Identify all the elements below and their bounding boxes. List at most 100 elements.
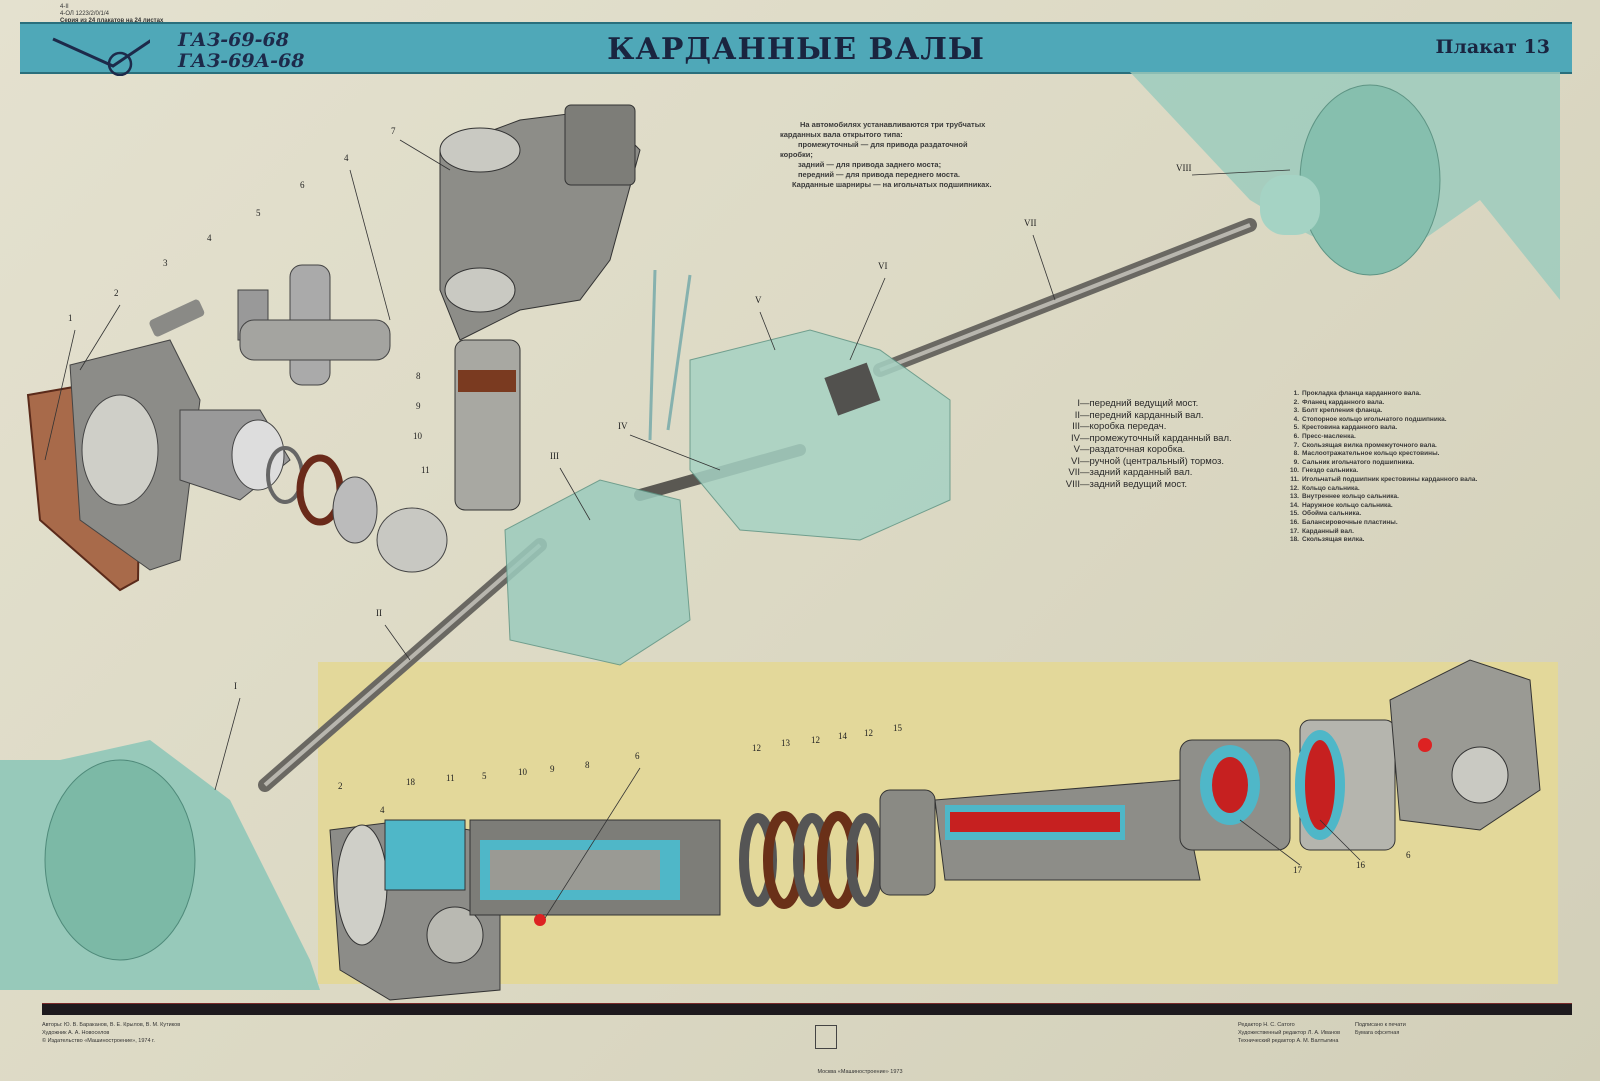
legend-number: 7. [1293, 441, 1299, 449]
callout: 1 [68, 313, 73, 323]
legend-number: I [1077, 398, 1080, 409]
intro-text: На автомобилях устанавливаются три трубч… [780, 120, 1000, 190]
callout: 6 [1406, 850, 1411, 860]
legend-number: IV [1071, 432, 1080, 444]
callout: 4 [207, 233, 212, 243]
legend-text: Скользящая вилка. [1302, 536, 1365, 544]
legend-number: 9. [1293, 458, 1299, 466]
legend-text: ручной (центральный) тормоз. [1089, 455, 1225, 467]
legend-number: 1. [1293, 390, 1299, 397]
parts-legend: 1.Прокладка фланца карданного вала.2.Фла… [1285, 390, 1585, 545]
callout: 13 [781, 738, 790, 748]
callout: 12 [752, 743, 761, 753]
legend-number: 2. [1293, 398, 1299, 406]
legend-number: 18. [1289, 536, 1299, 544]
roman-legend-item: VII—задний карданный вал. [1030, 467, 1232, 479]
footer-editors: Редактор Н. С. Сатого Художественный ред… [1238, 1021, 1340, 1045]
legend-text: Фланец карданного вала. [1302, 398, 1385, 406]
legend-number: 3. [1293, 407, 1299, 415]
legend-text: Игольчатый подшипник крестовины карданно… [1302, 475, 1478, 483]
editor: Художественный редактор Л. А. Иванов [1238, 1030, 1340, 1036]
legend-number: 13. [1289, 493, 1299, 501]
intro-line: промежуточный — для привода раздаточной … [780, 140, 968, 159]
legend-text: Стопорное кольцо игольчатого подшипника. [1302, 415, 1447, 423]
callout: III [550, 451, 559, 461]
legend-text: Болт крепления фланца. [1302, 407, 1383, 415]
parts-legend-item: 15.Обойма сальника. [1285, 510, 1585, 519]
callout: 17 [1293, 865, 1302, 875]
top-note: 4-II [60, 4, 69, 10]
roman-legend-item: I—передний ведущий мост. [1030, 398, 1232, 410]
editor: Технический редактор А. М. Валтыгина [1238, 1038, 1339, 1044]
legend-text: Крестовина карданного вала. [1302, 424, 1398, 432]
legend-number: 11. [1290, 475, 1299, 483]
roman-legend-item: V—раздаточная коробка. [1030, 444, 1232, 456]
legend-text: задний карданный вал. [1089, 467, 1193, 478]
parts-legend-item: 1.Прокладка фланца карданного вала. [1285, 390, 1585, 399]
callout: 16 [1356, 860, 1365, 870]
callout: 7 [391, 126, 396, 136]
legend-text: Кольцо сальника. [1302, 484, 1360, 492]
leader-lines [44, 139, 1361, 919]
model-line: ГАЗ-69-68 [178, 29, 289, 51]
callout: I [234, 681, 237, 691]
roman-legend-item: VI—ручной (центральный) тормоз. [1030, 456, 1232, 468]
callout: 6 [635, 751, 640, 761]
poster-number: Плакат 13 [1435, 36, 1550, 58]
callout: 4 [344, 153, 349, 163]
legend-number: III [1072, 421, 1080, 432]
parts-legend-item: 8.Маслоотражательное кольцо крестовины. [1285, 450, 1585, 459]
callout: 2 [114, 288, 119, 298]
parts-legend-item: 3.Болт крепления фланца. [1285, 407, 1585, 416]
callout: 11 [421, 465, 430, 475]
legend-number: 15. [1289, 510, 1299, 518]
legend-number: 10. [1289, 467, 1299, 475]
parts-legend-item: 18.Скользящая вилка. [1285, 536, 1585, 545]
callout: 10 [518, 767, 527, 777]
callout: II [376, 608, 382, 618]
legend-text: промежуточный карданный вал. [1089, 432, 1232, 444]
legend-text: Балансировочные пластины. [1302, 518, 1398, 526]
top-note: Серия из 24 плакатов на 24 листах [60, 18, 164, 24]
roman-legend-item: VIII—задний ведущий мост. [1030, 479, 1232, 491]
callout: 4 [380, 805, 385, 815]
callout: IV [618, 421, 628, 431]
gaz-deer-logo-icon [52, 37, 150, 76]
parts-legend-item: 6.Пресс-масленка. [1285, 433, 1585, 442]
callout: 14 [838, 731, 847, 741]
legend-number: V [1073, 444, 1080, 455]
rear-axle-illustration [1130, 72, 1560, 300]
parts-legend-item: 17.Карданный вал. [1285, 528, 1585, 537]
roman-legend-item: II—передний карданный вал. [1030, 410, 1232, 422]
legend-text: коробка передач. [1089, 421, 1167, 432]
legend-text: Прокладка фланца карданного вала. [1302, 390, 1421, 397]
callout: 11 [446, 773, 455, 783]
callout: 10 [413, 431, 422, 441]
legend-number: 4. [1293, 415, 1299, 423]
legend-text: Обойма сальника. [1302, 510, 1362, 518]
callout: 12 [864, 728, 873, 738]
callout: VI [878, 261, 888, 271]
legend-text: передний карданный вал. [1089, 409, 1204, 421]
callout: 5 [256, 208, 261, 218]
print-line: Бумага офсетная [1355, 1030, 1400, 1036]
cardan-shaft-section [329, 659, 1541, 1001]
callout: 18 [406, 777, 415, 787]
editor: Редактор Н. С. Сатого [1238, 1022, 1295, 1028]
callout: 12 [811, 735, 820, 745]
publisher-logo-icon [815, 1025, 837, 1049]
poster-title: КАРДАННЫЕ ВАЛЫ [607, 32, 985, 67]
legend-text: Карданный вал. [1302, 527, 1354, 535]
parts-legend-item: 2.Фланец карданного вала. [1285, 399, 1585, 408]
parts-legend-item: 10.Гнездо сальника. [1285, 467, 1585, 476]
parts-legend-item: 12.Кольцо сальника. [1285, 485, 1585, 494]
callout: 5 [482, 771, 487, 781]
top-note: 4-ОЛ 1223/2/0/1/4 [60, 11, 109, 17]
callout: 8 [585, 760, 590, 770]
parts-legend-item: 13.Внутреннее кольцо сальника. [1285, 493, 1585, 502]
legend-number: 17. [1289, 527, 1299, 535]
callout: 9 [550, 764, 555, 774]
legend-text: Маслоотражательное кольцо крестовины. [1302, 450, 1440, 458]
legend-number: VII [1068, 467, 1080, 478]
